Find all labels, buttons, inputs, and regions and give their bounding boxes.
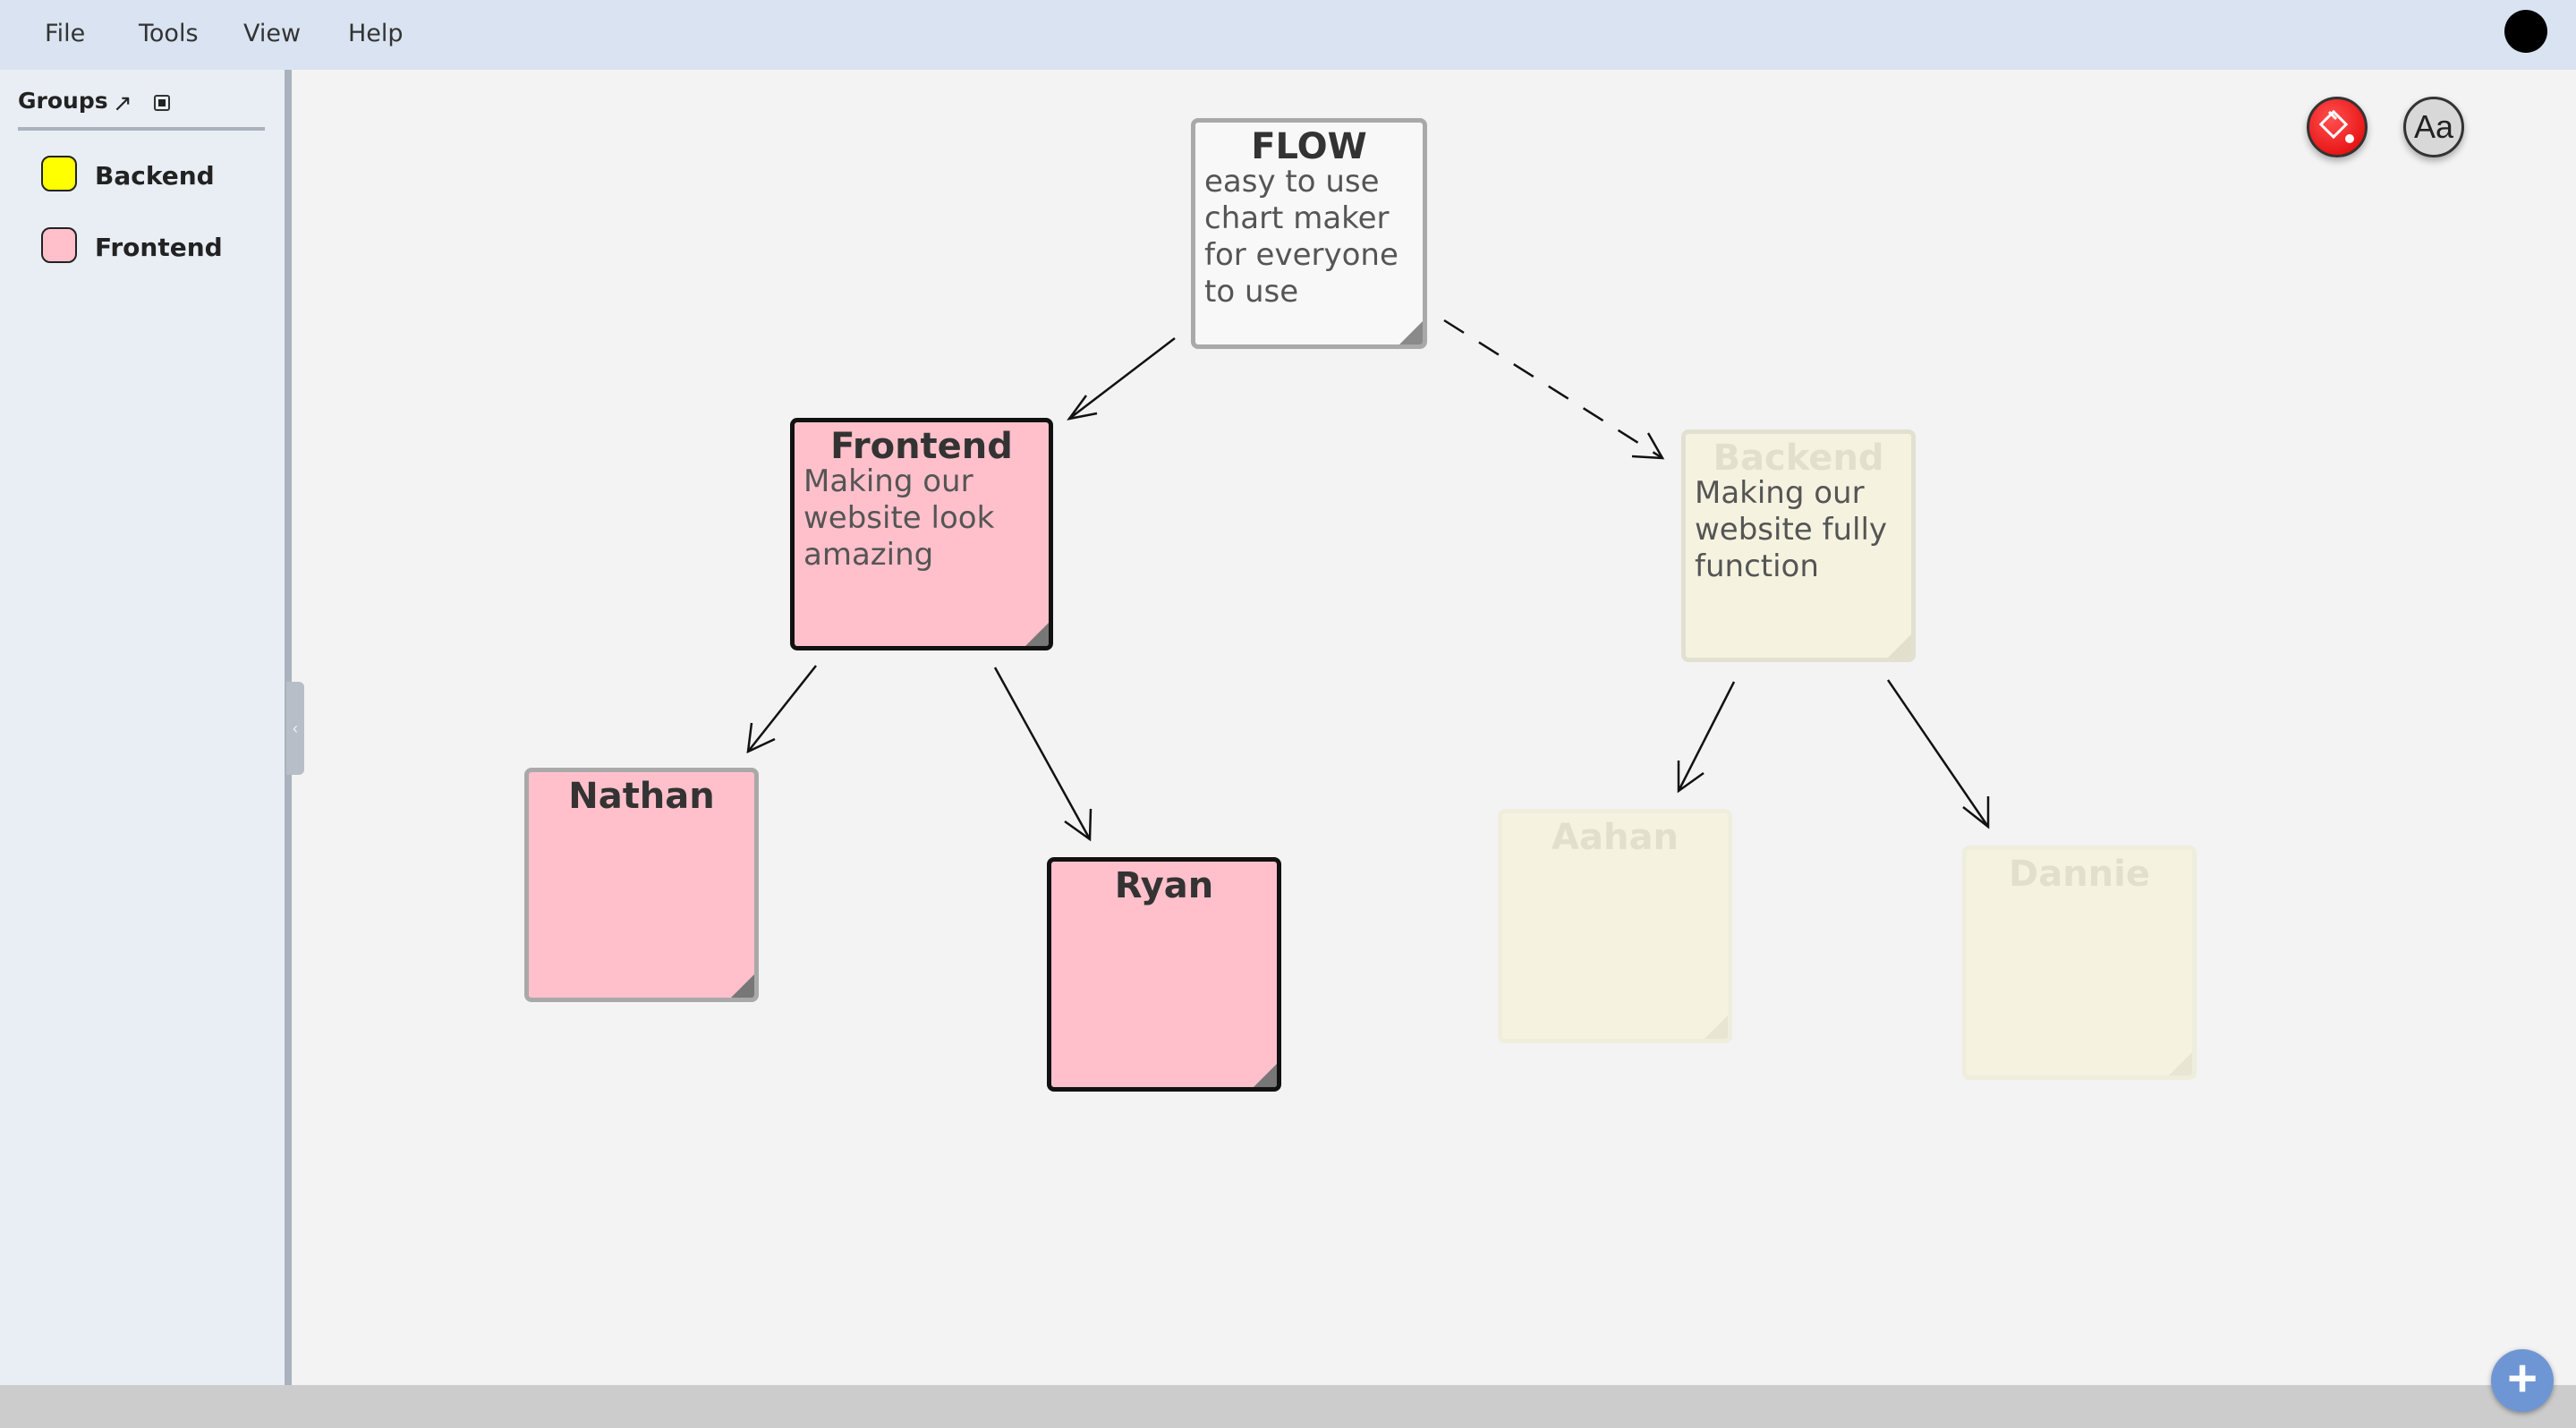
resize-handle-icon[interactable]: [1254, 1064, 1277, 1087]
plus-icon: +: [2507, 1349, 2538, 1407]
resize-handle-icon[interactable]: [1025, 623, 1049, 646]
text-style-button[interactable]: Aa: [2403, 97, 2464, 157]
edge-frontend-nathan: [746, 665, 817, 754]
menu-view[interactable]: View: [243, 20, 302, 47]
note-body: Making our website look amazing: [803, 463, 995, 573]
resize-handle-icon[interactable]: [731, 974, 754, 998]
note-title: Frontend: [830, 426, 1013, 467]
note-ryan[interactable]: Ryan: [1047, 857, 1281, 1092]
edge-backend-dannie: [1886, 679, 1990, 829]
resize-handle-icon[interactable]: [1705, 1016, 1728, 1039]
menu-file[interactable]: File: [45, 20, 86, 47]
menu-bar: File Tools View Help: [0, 0, 2576, 70]
groups-divider: [18, 127, 265, 131]
note-title: Nathan: [568, 776, 715, 817]
paint-bucket-icon: [2318, 109, 2354, 143]
bottom-scrollbar[interactable]: [0, 1385, 2576, 1428]
note-backend[interactable]: Backend Making our website fully functio…: [1681, 429, 1916, 662]
note-body: Making our website fully function: [1695, 475, 1888, 584]
sidebar-collapse-handle[interactable]: ‹: [286, 682, 304, 775]
stop-square-icon[interactable]: [154, 95, 170, 111]
edge-backend-aahan: [1677, 681, 1736, 794]
note-body: easy to use chart maker for everyone to …: [1204, 164, 1399, 310]
edge-flow-backend: [1443, 319, 1665, 460]
group-color-swatch[interactable]: [41, 227, 77, 263]
note-title: Ryan: [1114, 865, 1214, 906]
resize-handle-icon[interactable]: [2169, 1052, 2192, 1075]
groups-sidebar: [0, 70, 285, 1385]
resize-handle-icon[interactable]: [1888, 634, 1911, 658]
add-note-button[interactable]: +: [2491, 1349, 2554, 1412]
note-dannie[interactable]: Dannie: [1962, 846, 2197, 1080]
group-color-swatch[interactable]: [41, 156, 77, 191]
menu-tools[interactable]: Tools: [139, 20, 199, 47]
group-label: Backend: [95, 161, 215, 191]
groups-title: Groups: [18, 88, 108, 114]
note-flow[interactable]: FLOW easy to use chart maker for everyon…: [1191, 118, 1427, 349]
note-title: FLOW: [1251, 126, 1367, 167]
edge-flow-frontend: [1067, 337, 1176, 421]
note-frontend[interactable]: Frontend Making our website look amazing: [790, 418, 1053, 650]
edge-frontend-ryan: [993, 667, 1092, 842]
note-title: Dannie: [2009, 854, 2150, 895]
resize-handle-icon[interactable]: [1399, 321, 1423, 344]
note-aahan[interactable]: Aahan: [1498, 809, 1732, 1043]
menu-help[interactable]: Help: [348, 20, 404, 47]
fill-color-button[interactable]: [2307, 97, 2368, 157]
user-avatar[interactable]: [2504, 10, 2547, 53]
group-label: Frontend: [95, 233, 223, 262]
note-title: Aahan: [1552, 817, 1679, 858]
expand-arrow-icon[interactable]: ↗: [113, 89, 132, 116]
note-nathan[interactable]: Nathan: [524, 768, 759, 1002]
note-title: Backend: [1713, 438, 1884, 479]
